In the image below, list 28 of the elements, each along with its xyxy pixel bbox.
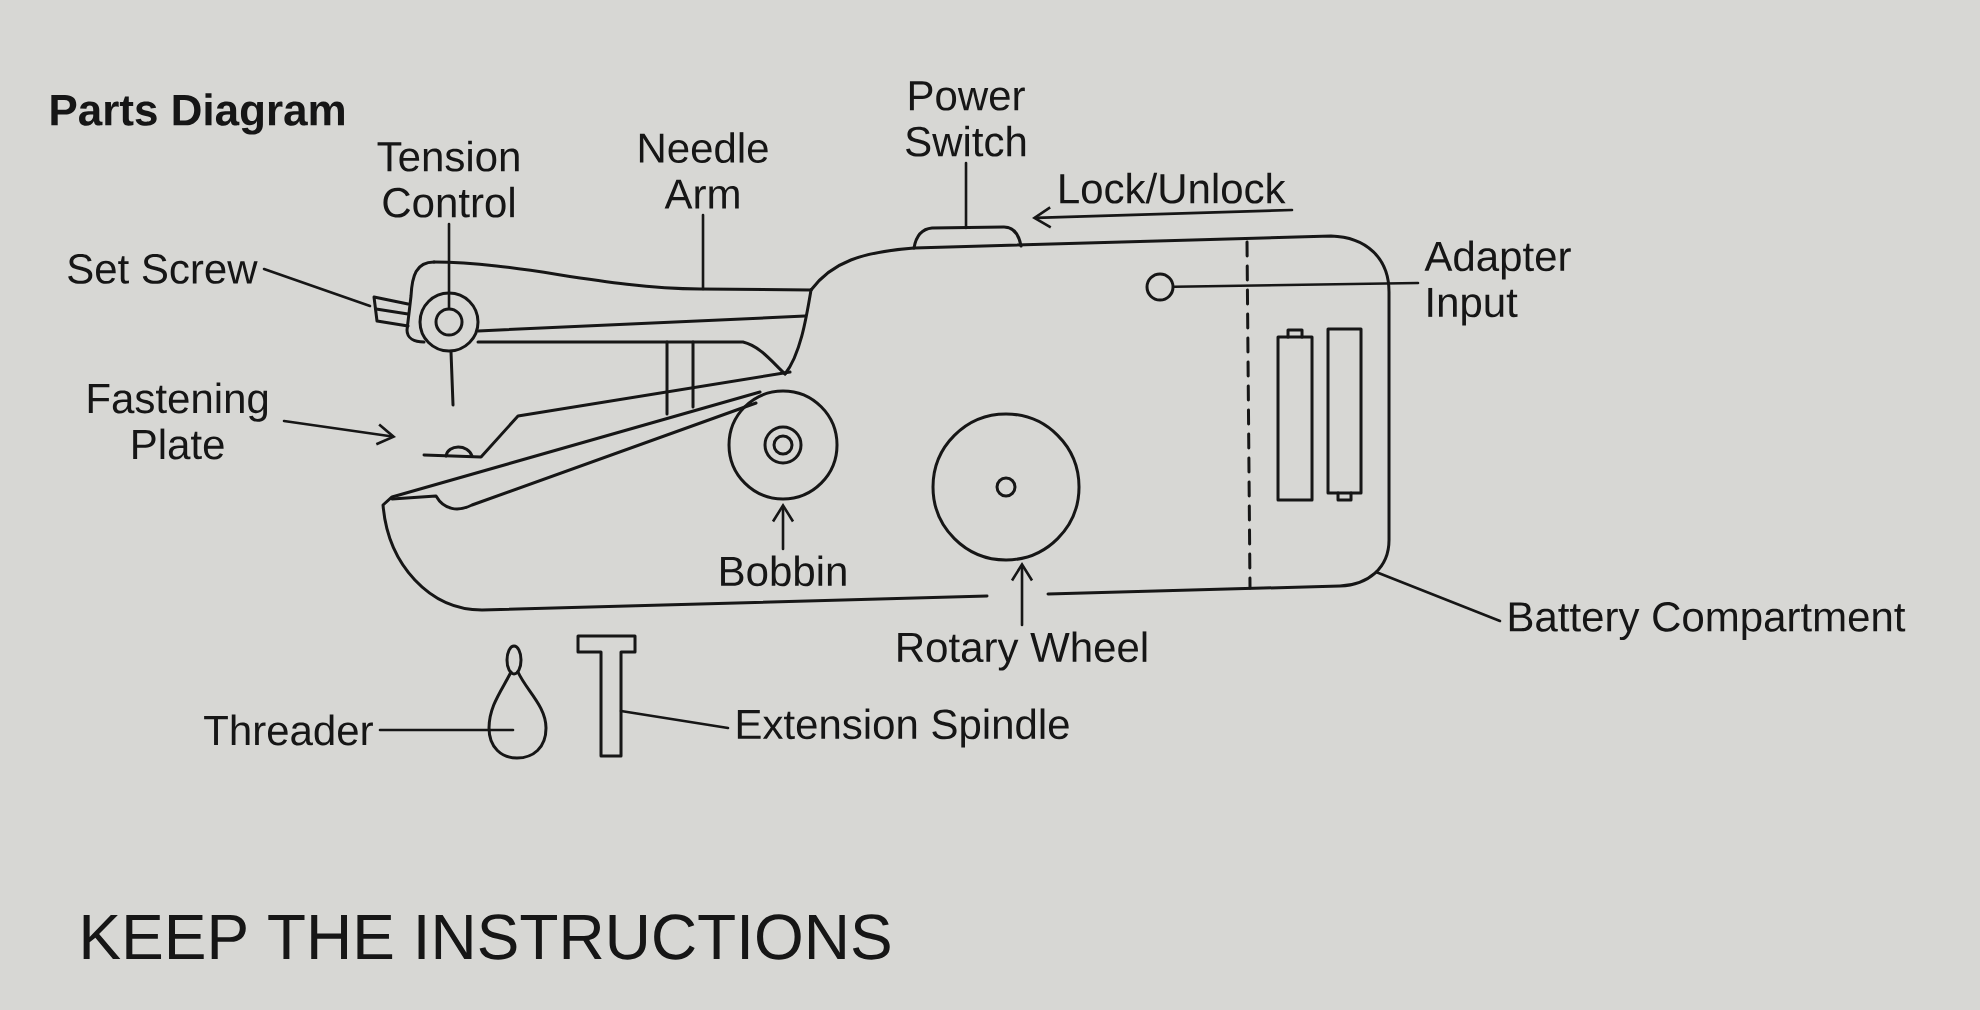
leader-line <box>262 267 372 308</box>
leader-line <box>701 213 705 291</box>
part-label: Threader <box>204 714 373 746</box>
part-label: Lock/Unlock <box>1060 172 1286 204</box>
part-label: Adapter Input <box>1424 240 1571 326</box>
part-label: Tension Control <box>377 140 519 218</box>
part-label: Extension Spindle <box>737 708 1069 748</box>
part-label: Battery Compartment <box>1509 601 1906 640</box>
leader-line <box>378 728 515 732</box>
part-label: Set Screw <box>68 254 258 284</box>
arrow <box>771 503 795 551</box>
leader-line <box>619 709 730 730</box>
circle-shape <box>434 307 464 337</box>
leader-line <box>1374 570 1502 623</box>
leader-line <box>964 161 968 230</box>
circle-shape <box>1145 272 1175 302</box>
arrow <box>282 419 396 446</box>
arrow <box>1010 562 1034 627</box>
arrow <box>1032 206 1294 229</box>
part-label: Needle Arm <box>639 132 768 209</box>
leader-line <box>1173 281 1420 289</box>
heading: KEEP THE INSTRUCTIONS <box>83 914 890 960</box>
title: Parts Diagram <box>51 93 344 135</box>
part-label: Power Switch <box>906 81 1026 157</box>
leader-line <box>447 222 451 309</box>
part-label: Rotary Wheel <box>898 631 1147 671</box>
part-label: Fastening Plate <box>88 382 268 460</box>
part-label: Bobbin <box>721 555 846 587</box>
